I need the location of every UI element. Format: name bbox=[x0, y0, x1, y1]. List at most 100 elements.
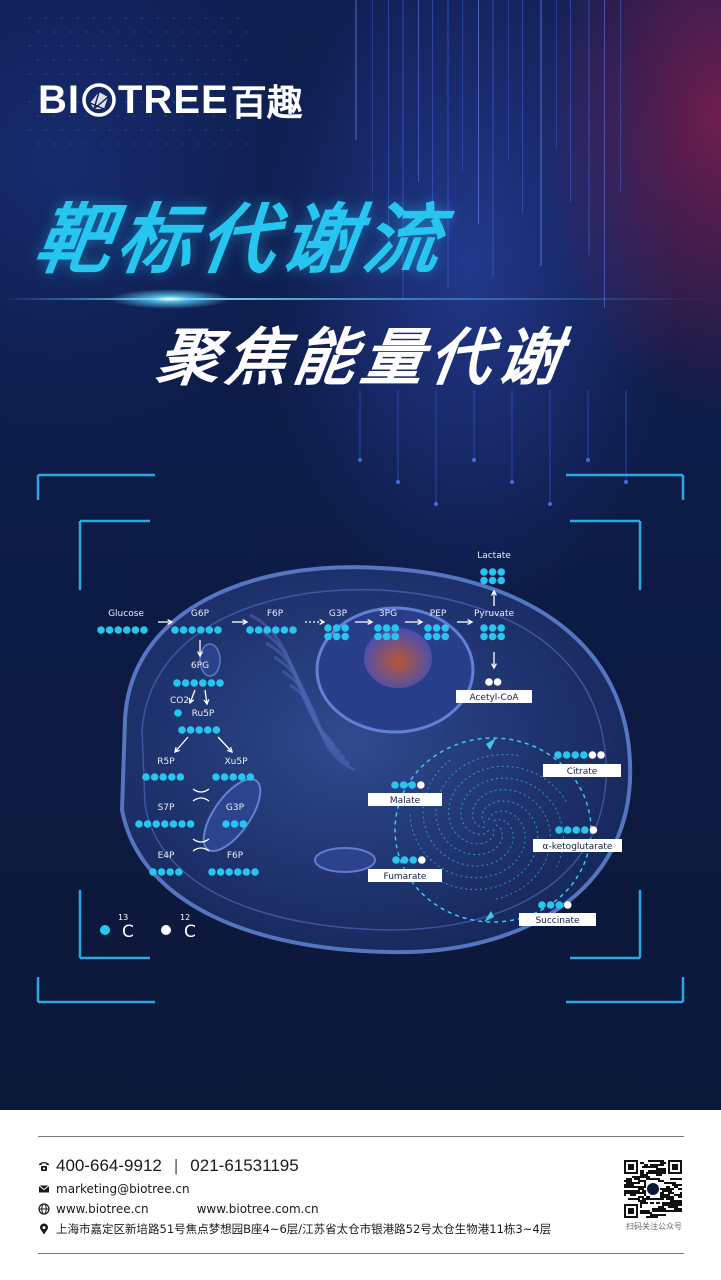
dot-texture bbox=[69, 115, 71, 117]
qr-module bbox=[654, 1208, 656, 1210]
qr-module bbox=[668, 1204, 670, 1206]
qr-module bbox=[636, 1176, 638, 1178]
qr-module bbox=[670, 1182, 672, 1184]
phone-number-primary[interactable]: 400-664-9912 bbox=[56, 1156, 162, 1175]
carbon-dots bbox=[424, 624, 450, 632]
qr-module bbox=[634, 1192, 636, 1194]
qr-module bbox=[680, 1208, 682, 1210]
qr-module bbox=[630, 1182, 632, 1184]
headline-secondary: 聚焦能量代谢 bbox=[152, 321, 572, 394]
carbon-13-dot bbox=[424, 624, 432, 632]
carbon-13-dot bbox=[546, 901, 555, 909]
carbon-13-dot bbox=[229, 773, 237, 781]
qr-module bbox=[646, 1166, 648, 1168]
dot-texture bbox=[37, 115, 39, 117]
qr-module bbox=[662, 1202, 664, 1204]
qr-module bbox=[668, 1194, 670, 1196]
carbon-13-dot bbox=[441, 632, 450, 641]
nucleolus bbox=[364, 628, 432, 688]
carbon-dots-6pg bbox=[173, 679, 224, 687]
qr-module bbox=[652, 1178, 654, 1180]
carbon-13-dot bbox=[174, 709, 182, 717]
qr-module bbox=[650, 1160, 652, 1162]
qr-module bbox=[670, 1198, 672, 1200]
qr-module bbox=[632, 1176, 634, 1178]
qr-module bbox=[644, 1194, 646, 1196]
qr-module bbox=[646, 1210, 648, 1212]
qr-module bbox=[662, 1198, 664, 1200]
qr-module bbox=[642, 1210, 644, 1212]
qr-module bbox=[630, 1192, 632, 1194]
carbon-13-dot bbox=[246, 773, 255, 781]
frame-bracket bbox=[566, 473, 685, 500]
qr-module bbox=[644, 1166, 646, 1168]
dot-texture bbox=[221, 129, 223, 131]
carbon-13-dot bbox=[157, 868, 166, 876]
dot-texture bbox=[197, 59, 199, 61]
brand-name-right: TREE bbox=[118, 77, 229, 122]
carbon-13-dot bbox=[149, 868, 157, 876]
carbon-13-dot bbox=[488, 576, 497, 585]
carbon-13-dot bbox=[571, 751, 579, 759]
dot-texture bbox=[29, 17, 31, 19]
qr-module bbox=[656, 1172, 658, 1174]
qr-code[interactable] bbox=[624, 1160, 682, 1218]
metabolite-label: PEP bbox=[430, 609, 447, 619]
dot-texture bbox=[117, 31, 119, 33]
qr-module bbox=[680, 1184, 682, 1186]
qr-module bbox=[658, 1180, 660, 1182]
carbon-13-dot bbox=[239, 820, 247, 828]
qr-module bbox=[648, 1160, 650, 1162]
qr-module bbox=[664, 1204, 666, 1206]
carbon-dots-f6p bbox=[208, 868, 259, 876]
qr-module bbox=[662, 1208, 664, 1210]
qr-module bbox=[642, 1198, 644, 1200]
qr-module bbox=[646, 1172, 648, 1174]
carbon-13-dot bbox=[234, 868, 242, 876]
qr-module bbox=[648, 1170, 650, 1172]
dot-texture bbox=[237, 101, 239, 103]
tca-swirl bbox=[435, 753, 521, 856]
qr-module bbox=[646, 1212, 648, 1214]
dot-texture bbox=[69, 31, 71, 33]
qr-module bbox=[670, 1196, 672, 1198]
leaf-logo-icon bbox=[82, 83, 116, 117]
dot-texture bbox=[77, 17, 79, 19]
carbon-13-dot bbox=[97, 626, 105, 634]
dot-texture bbox=[45, 129, 47, 131]
qr-module bbox=[660, 1168, 662, 1170]
carbon-13-dot bbox=[497, 568, 506, 576]
website-link-secondary[interactable]: www.biotree.com.cn bbox=[196, 1202, 319, 1216]
qr-module bbox=[634, 1198, 636, 1200]
metabolite-label-g3p: G3P bbox=[226, 803, 245, 813]
carbon-13-dot bbox=[238, 773, 246, 781]
qr-module bbox=[664, 1162, 666, 1164]
carbon-13-dot bbox=[480, 576, 488, 585]
qr-module bbox=[660, 1206, 662, 1208]
website-link-primary[interactable]: www.biotree.cn bbox=[56, 1202, 149, 1216]
qr-module bbox=[678, 1196, 680, 1198]
qr-module bbox=[664, 1208, 666, 1210]
phone-number-secondary[interactable]: 021-61531195 bbox=[190, 1156, 299, 1175]
dot-texture bbox=[181, 31, 183, 33]
dot-texture bbox=[133, 31, 135, 33]
dot-texture bbox=[221, 45, 223, 47]
circuit-node bbox=[472, 458, 476, 462]
email-link[interactable]: marketing@biotree.cn bbox=[56, 1182, 190, 1196]
dot-texture bbox=[109, 17, 111, 19]
qr-module bbox=[634, 1182, 636, 1184]
legend-mass-number: 12 bbox=[180, 913, 190, 922]
dot-texture bbox=[133, 143, 135, 145]
qr-module bbox=[676, 1204, 678, 1206]
light-streak bbox=[478, 0, 479, 224]
carbon-12-dot bbox=[493, 678, 502, 686]
qr-module bbox=[660, 1160, 662, 1162]
carbon-12-dot bbox=[564, 901, 572, 909]
qr-module bbox=[678, 1208, 680, 1210]
dot-texture bbox=[45, 73, 47, 75]
brand-name-chinese: 百趣 bbox=[230, 83, 303, 124]
qr-module bbox=[628, 1198, 630, 1200]
dot-texture bbox=[61, 129, 63, 131]
